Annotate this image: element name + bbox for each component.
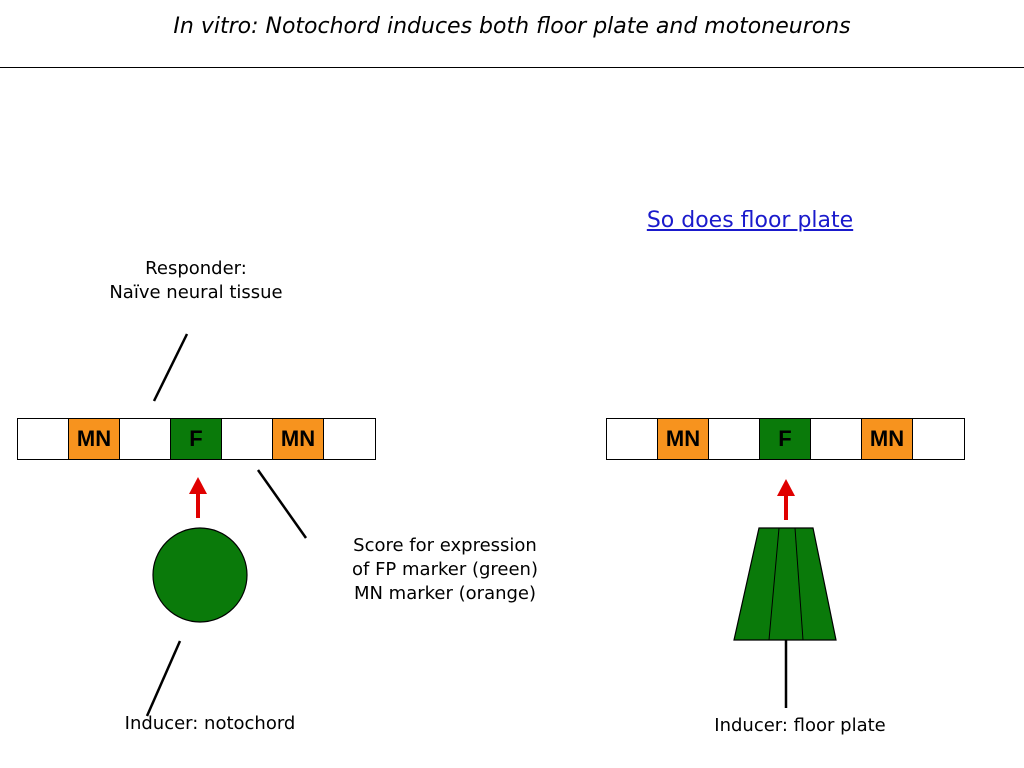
strip-cell-mn: MN: [273, 419, 324, 459]
notochord-pointer-line: [145, 640, 182, 717]
strip-cell-blank: [18, 419, 69, 459]
title-divider: [0, 67, 1024, 68]
score-label-line3: MN marker (orange): [353, 583, 537, 604]
strip-cell-mn: MN: [658, 419, 709, 459]
strip-cell-mn: MN: [862, 419, 913, 459]
score-pointer-line: [256, 469, 308, 539]
strip-cell-blank: [709, 419, 760, 459]
right-responder-strip: MN F MN: [606, 418, 965, 460]
strip-cell-blank: [607, 419, 658, 459]
responder-label-line2: Naïve neural tissue: [109, 282, 283, 303]
score-label-line1: Score for expression: [353, 535, 537, 556]
score-label-line2: of FP marker (green): [352, 559, 538, 580]
slide-title: In vitro: Notochord induces both floor p…: [173, 14, 851, 39]
strip-cell-fp: F: [760, 419, 811, 459]
strip-cell-blank: [811, 419, 862, 459]
floor-plate-inducer-icon: [733, 527, 837, 641]
notochord-inducer-label: Inducer: notochord: [124, 713, 296, 734]
strip-cell-fp: F: [171, 419, 222, 459]
responder-label: Responder: Naïve neural tissue: [96, 257, 296, 305]
responder-label-line1: Responder:: [145, 258, 247, 279]
floor-plate-inducer-label: Inducer: floor plate: [714, 715, 886, 736]
strip-cell-blank: [120, 419, 171, 459]
left-responder-strip: MN F MN: [17, 418, 376, 460]
score-label: Score for expression of FP marker (green…: [330, 534, 560, 606]
strip-cell-mn: MN: [69, 419, 120, 459]
left-induction-arrow-icon: [189, 477, 207, 518]
notochord-inducer-icon: [152, 527, 248, 623]
floor-plate-link[interactable]: So does floor plate: [646, 208, 854, 233]
responder-pointer-line: [152, 333, 189, 402]
right-induction-arrow-icon: [777, 479, 795, 520]
strip-cell-blank: [222, 419, 273, 459]
